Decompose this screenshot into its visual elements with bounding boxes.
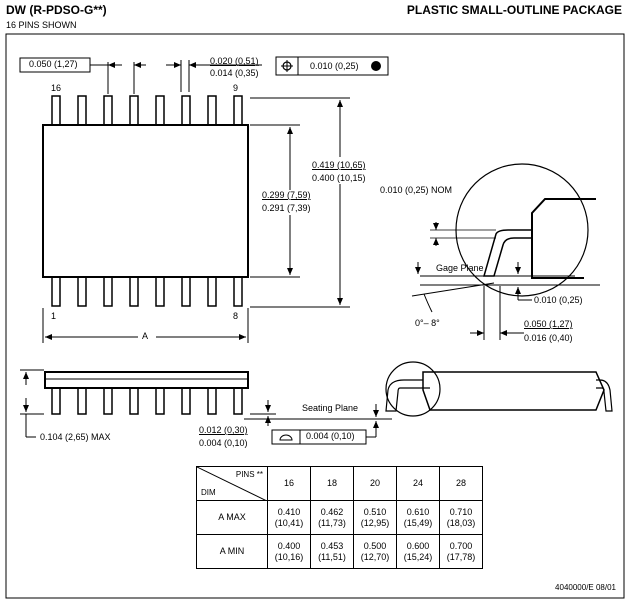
table-cell: 0.410(10,41) — [267, 500, 311, 535]
lead — [77, 387, 87, 415]
lead — [155, 95, 165, 126]
bottom-leads-row — [51, 276, 243, 307]
table-cell: 0.500(12,70) — [353, 534, 397, 569]
side-view-package — [20, 369, 392, 445]
length-a-label: A — [142, 331, 149, 341]
lead — [129, 276, 139, 307]
lead — [155, 387, 165, 415]
pin-16-label: 16 — [51, 83, 62, 93]
row-label: A MIN — [196, 534, 268, 569]
gage-offset-label: 0.010 (0,25) — [534, 295, 583, 305]
lead-detail-view — [411, 163, 600, 340]
overall-width-min-label: 0.400 (10,15) — [312, 173, 366, 183]
foot-length-min-label: 0.016 (0,40) — [524, 333, 573, 343]
table-cell: 0.510(12,95) — [353, 500, 397, 535]
document-number: 4040000/E 08/01 — [555, 583, 616, 592]
side-leads — [51, 387, 243, 415]
lead — [77, 276, 87, 307]
lead — [77, 95, 87, 126]
table-cell: 0.400(10,16) — [267, 534, 311, 569]
package-body — [42, 124, 249, 278]
drawing-frame — [5, 33, 625, 599]
table-cell: 0.700(17,78) — [439, 534, 483, 569]
pin-count-header: 18 — [310, 466, 354, 501]
lead-width-max-label: 0.020 (0,51) — [210, 56, 259, 66]
row-label: A MAX — [196, 500, 268, 535]
height-max-label: 0.104 (2,65) MAX — [40, 432, 111, 442]
table-cell: 0.453(11,51) — [310, 534, 354, 569]
lead — [207, 387, 217, 415]
corner-pins-label: PINS ** — [235, 470, 263, 479]
pin-count-header: 28 — [439, 466, 483, 501]
dimension-table: PINS ** DIM 16 18 20 24 28 A MAX 0.410(1… — [196, 466, 483, 569]
lead — [103, 276, 113, 307]
pin-count-header: 24 — [396, 466, 440, 501]
table-cell: 0.600(15,24) — [396, 534, 440, 569]
package-title: PLASTIC SMALL-OUTLINE PACKAGE — [406, 3, 622, 17]
angle-label: 0°– 8° — [415, 318, 440, 328]
lead-width-min-label: 0.014 (0,35) — [210, 68, 259, 78]
lead — [207, 95, 217, 126]
top-view-package — [42, 95, 249, 307]
pins-shown-label: 16 PINS SHOWN — [6, 20, 77, 30]
overall-width-dimension — [250, 97, 350, 308]
lead — [181, 95, 191, 126]
nom-label: 0.010 (0,25) NOM — [380, 185, 453, 195]
table-corner-cell: PINS ** DIM — [196, 466, 268, 501]
lead-width-dimension — [166, 60, 262, 92]
lead — [233, 95, 243, 126]
top-leads-row — [51, 95, 243, 126]
max-material-modifier-icon — [371, 61, 381, 71]
overall-width-max-label: 0.419 (10,65) — [312, 160, 366, 170]
corner-diagonal — [197, 467, 267, 501]
side-profile-detail — [385, 361, 613, 417]
table-cell: 0.710(18,03) — [439, 500, 483, 535]
lead — [51, 276, 61, 307]
position-tolerance-frame — [275, 56, 389, 76]
lead — [155, 276, 165, 307]
lead — [233, 276, 243, 307]
pin-count-header: 20 — [353, 466, 397, 501]
corner-dim-label: DIM — [201, 488, 216, 497]
body-width-max-label: 0.299 (7,59) — [262, 190, 311, 200]
gage-plane-label: Gage Plane — [436, 263, 484, 273]
pin-9-label: 9 — [233, 83, 239, 93]
lead — [207, 276, 217, 307]
table-cell: 0.462(11,73) — [310, 500, 354, 535]
body-width-min-label: 0.291 (7,39) — [262, 203, 311, 213]
body-width-dimension — [250, 124, 300, 278]
pitch-label: 0.050 (1,27) — [29, 59, 78, 69]
package-code: DW (R-PDSO-G**) — [6, 3, 107, 17]
standoff-min-label: 0.004 (0,10) — [199, 438, 248, 448]
standoff-max-label: 0.012 (0,30) — [199, 425, 248, 435]
lead — [233, 387, 243, 415]
lead — [51, 387, 61, 415]
lead — [103, 95, 113, 126]
table-cell: 0.610(15,49) — [396, 500, 440, 535]
coplanarity-label: 0.004 (0,10) — [306, 431, 355, 441]
pin-8-label: 8 — [233, 311, 239, 321]
lead — [181, 387, 191, 415]
tolerance-value-label: 0.010 (0,25) — [310, 61, 359, 71]
lead — [181, 276, 191, 307]
pitch-dimension — [19, 57, 146, 94]
table-row: A MIN 0.400(10,16) 0.453(11,51) 0.500(12… — [196, 534, 483, 569]
foot-length-max-label: 0.050 (1,27) — [524, 319, 573, 329]
lead — [103, 387, 113, 415]
lead — [51, 95, 61, 126]
pin-count-header: 16 — [267, 466, 311, 501]
seating-plane-label: Seating Plane — [302, 403, 359, 413]
pin-1-label: 1 — [51, 311, 57, 321]
lead — [129, 387, 139, 415]
length-a-dimension — [42, 308, 249, 343]
table-row: A MAX 0.410(10,41) 0.462(11,73) 0.510(12… — [196, 500, 483, 535]
lead — [129, 95, 139, 126]
